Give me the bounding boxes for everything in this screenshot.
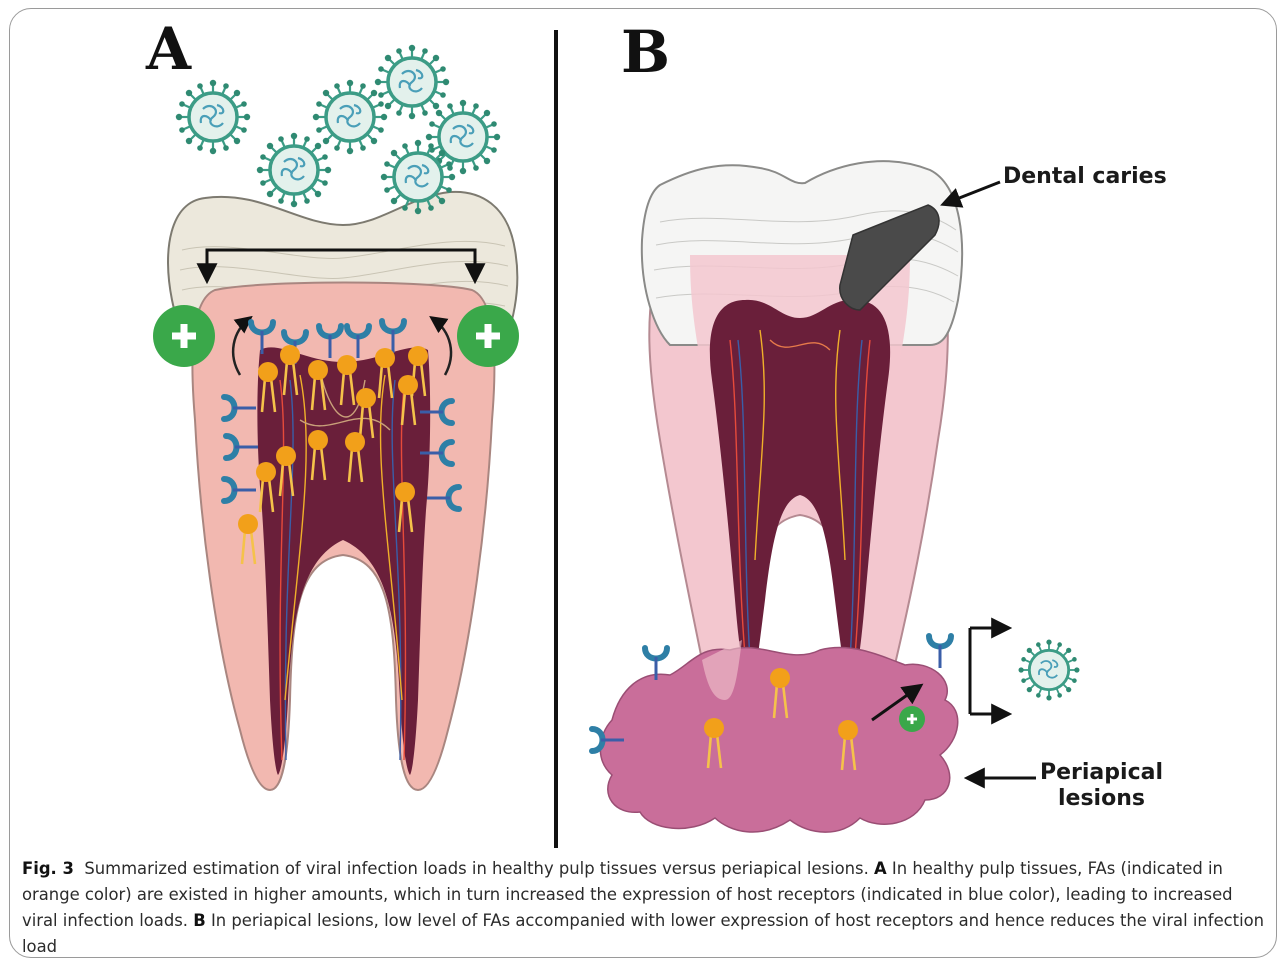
caption-bold-a: A bbox=[874, 859, 887, 878]
plus-badge-icon bbox=[899, 706, 925, 732]
arrow-icon bbox=[944, 182, 1000, 204]
caption-bold-b: B bbox=[193, 911, 206, 930]
figure-caption: Fig. 3 Summarized estimation of viral in… bbox=[22, 856, 1270, 960]
plus-badge-icon bbox=[457, 305, 519, 367]
caption-label: Fig. 3 bbox=[22, 859, 74, 878]
panel-b-letter: B bbox=[621, 18, 670, 86]
receptor-icon bbox=[929, 636, 951, 668]
panel-b: B Dental caries bbox=[592, 18, 1167, 832]
periapical-label-line2: lesions bbox=[1058, 786, 1145, 811]
virus-icon bbox=[381, 140, 455, 214]
caption-text-3: In periapical lesions, low level of FAs … bbox=[22, 911, 1264, 956]
plus-badge-icon bbox=[153, 305, 215, 367]
virus-icon bbox=[176, 80, 250, 154]
periapical-label-line1: Periapical bbox=[1040, 760, 1163, 785]
caption-text-1: Summarized estimation of viral infection… bbox=[84, 859, 868, 878]
virus-icon bbox=[313, 80, 387, 154]
virus-icon bbox=[257, 133, 331, 207]
virus-icon bbox=[1018, 639, 1079, 700]
panel-a: A bbox=[145, 15, 519, 790]
panel-a-letter: A bbox=[145, 15, 192, 83]
dental-caries-label: Dental caries bbox=[1003, 164, 1167, 189]
virus-icon bbox=[375, 45, 449, 119]
